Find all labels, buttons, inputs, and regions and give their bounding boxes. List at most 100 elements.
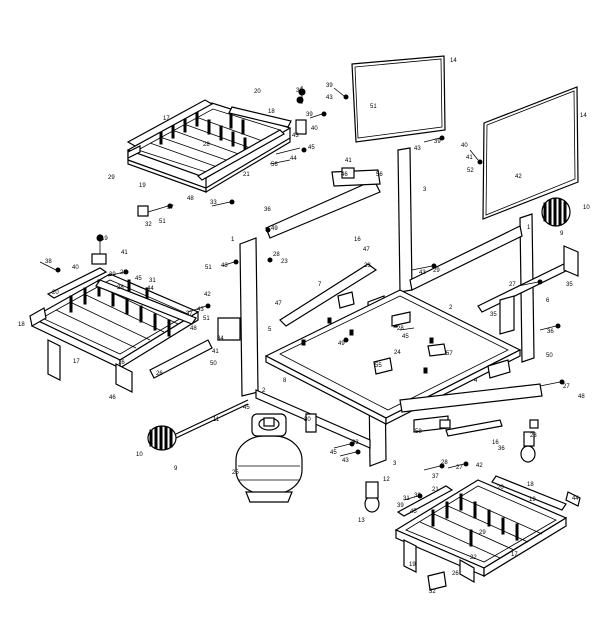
part-callout-label: 18 (527, 482, 534, 488)
part-callout-label: 33 (352, 440, 359, 446)
part-callout-label: 39 (306, 112, 313, 118)
part-callout-label: 28 (441, 460, 448, 466)
part-callout-label: 27 (456, 465, 463, 471)
part-callout-label: 19 (139, 183, 146, 189)
part-callout-label: 13 (358, 518, 365, 524)
part-callout-label: 3 (393, 461, 397, 467)
part-callout-label: 28 (273, 252, 280, 258)
part-callout-label: 10 (583, 205, 590, 211)
side-panel-right (482, 86, 579, 220)
part-callout-label: 37 (167, 205, 174, 211)
part-callout-label: 43 (342, 458, 349, 464)
cart-frame (217, 147, 579, 467)
part-callout-label: 17 (163, 116, 170, 122)
part-callout-label: 6 (546, 298, 550, 304)
part-callout-label: 18 (268, 109, 275, 115)
part-callout-label: 50 (210, 361, 217, 367)
part-callout-label: 5 (268, 327, 272, 333)
part-callout-label: 45 (243, 405, 250, 411)
part-callout-label: 41 (121, 250, 128, 256)
part-callout-label: 41 (466, 155, 473, 161)
part-callout-label: 22 (120, 270, 127, 276)
part-callout-label: 28 (117, 285, 124, 291)
part-callout-label: 33 (210, 200, 217, 206)
part-callout-label: 19 (101, 236, 108, 242)
part-callout-label: 36 (264, 207, 271, 213)
part-callout-label: 19 (529, 497, 536, 503)
part-callout-label: 57 (446, 351, 453, 357)
part-callout-label: 17 (73, 359, 80, 365)
part-callout-label: 45 (330, 450, 337, 456)
part-callout-label: 43 (221, 263, 228, 269)
side-panel-left (351, 55, 446, 143)
part-callout-label: 20 (254, 89, 261, 95)
part-callout-label: 31 (403, 496, 410, 502)
part-callout-label: 45 (308, 145, 315, 151)
part-callout-label: 51 (370, 104, 377, 110)
part-callout-label: 40 (311, 126, 318, 132)
part-callout-label: 38 (296, 88, 303, 94)
part-callout-label: 23 (281, 259, 288, 265)
part-callout-label: 52 (467, 168, 474, 174)
part-callout-label: 27 (563, 384, 570, 390)
part-callout-label: 26 (156, 371, 163, 377)
shelf-top-left (126, 99, 292, 194)
part-callout-label: 48 (578, 394, 585, 400)
part-callout-label: 44 (290, 156, 297, 162)
part-callout-label: 20 (497, 485, 504, 491)
propane-tank (235, 413, 317, 503)
part-callout-label: 35 (566, 282, 573, 288)
part-callout-label: 21 (243, 172, 250, 178)
part-callout-label: 1 (527, 225, 531, 231)
part-callout-label: 28 (203, 142, 210, 148)
part-callout-label: 24 (394, 350, 401, 356)
part-callout-label: 8 (283, 378, 287, 384)
part-callout-label: 40 (461, 143, 468, 149)
part-callout-label: 43 (326, 95, 333, 101)
shelf-bottom-right (394, 475, 581, 591)
part-callout-label: 23 (530, 433, 537, 439)
part-callout-label: 47 (363, 247, 370, 253)
part-callout-label: 32 (145, 222, 152, 228)
part-callout-label: 36 (547, 329, 554, 335)
shelf-middle-left (29, 267, 213, 393)
part-callout-label: 45 (402, 334, 409, 340)
part-callout-label: 2 (449, 305, 453, 311)
part-callout-label: 42 (476, 463, 483, 469)
part-callout-label: 21 (432, 487, 439, 493)
part-callout-label: 41 (345, 158, 352, 164)
part-callout-label: 39 (326, 83, 333, 89)
part-callout-label: 42 (515, 174, 522, 180)
part-callout-label: 31 (149, 278, 156, 284)
part-callout-label: 43 (414, 146, 421, 152)
part-callout-label: 1 (231, 237, 235, 243)
grease-cup-left (147, 399, 249, 451)
part-callout-label: 51 (205, 265, 212, 271)
part-callout-label: 45 (135, 276, 142, 282)
part-callout-label: 16 (354, 237, 361, 243)
part-callout-label: 29 (479, 530, 486, 536)
part-callout-label: 46 (341, 172, 348, 178)
hardware-fasteners (39, 86, 565, 501)
part-callout-label: 44 (572, 496, 579, 502)
part-callout-label: 39 (397, 503, 404, 509)
part-callout-label: 22 (470, 555, 477, 561)
part-callout-label: 9 (560, 231, 564, 237)
part-callout-label: 23 (364, 263, 371, 269)
part-callout-label: 48 (190, 326, 197, 332)
part-callout-label: 39 (109, 272, 116, 278)
part-callout-label: 11 (213, 417, 220, 423)
part-callout-label: 56 (271, 162, 278, 168)
part-callout-label: 48 (187, 196, 194, 202)
part-callout-label: 46 (109, 395, 116, 401)
part-callout-label: 43 (419, 270, 426, 276)
part-callout-label: 9 (174, 466, 178, 472)
part-callout-label: 27 (509, 282, 516, 288)
part-callout-label: 49 (338, 341, 345, 347)
part-callout-label: 2 (262, 388, 266, 394)
part-callout-label: 42 (204, 292, 211, 298)
part-callout-label: 38 (414, 493, 421, 499)
part-callout-label: 3 (423, 187, 427, 193)
part-callout-label: 34 (217, 336, 224, 342)
part-callout-label: 39 (434, 139, 441, 145)
